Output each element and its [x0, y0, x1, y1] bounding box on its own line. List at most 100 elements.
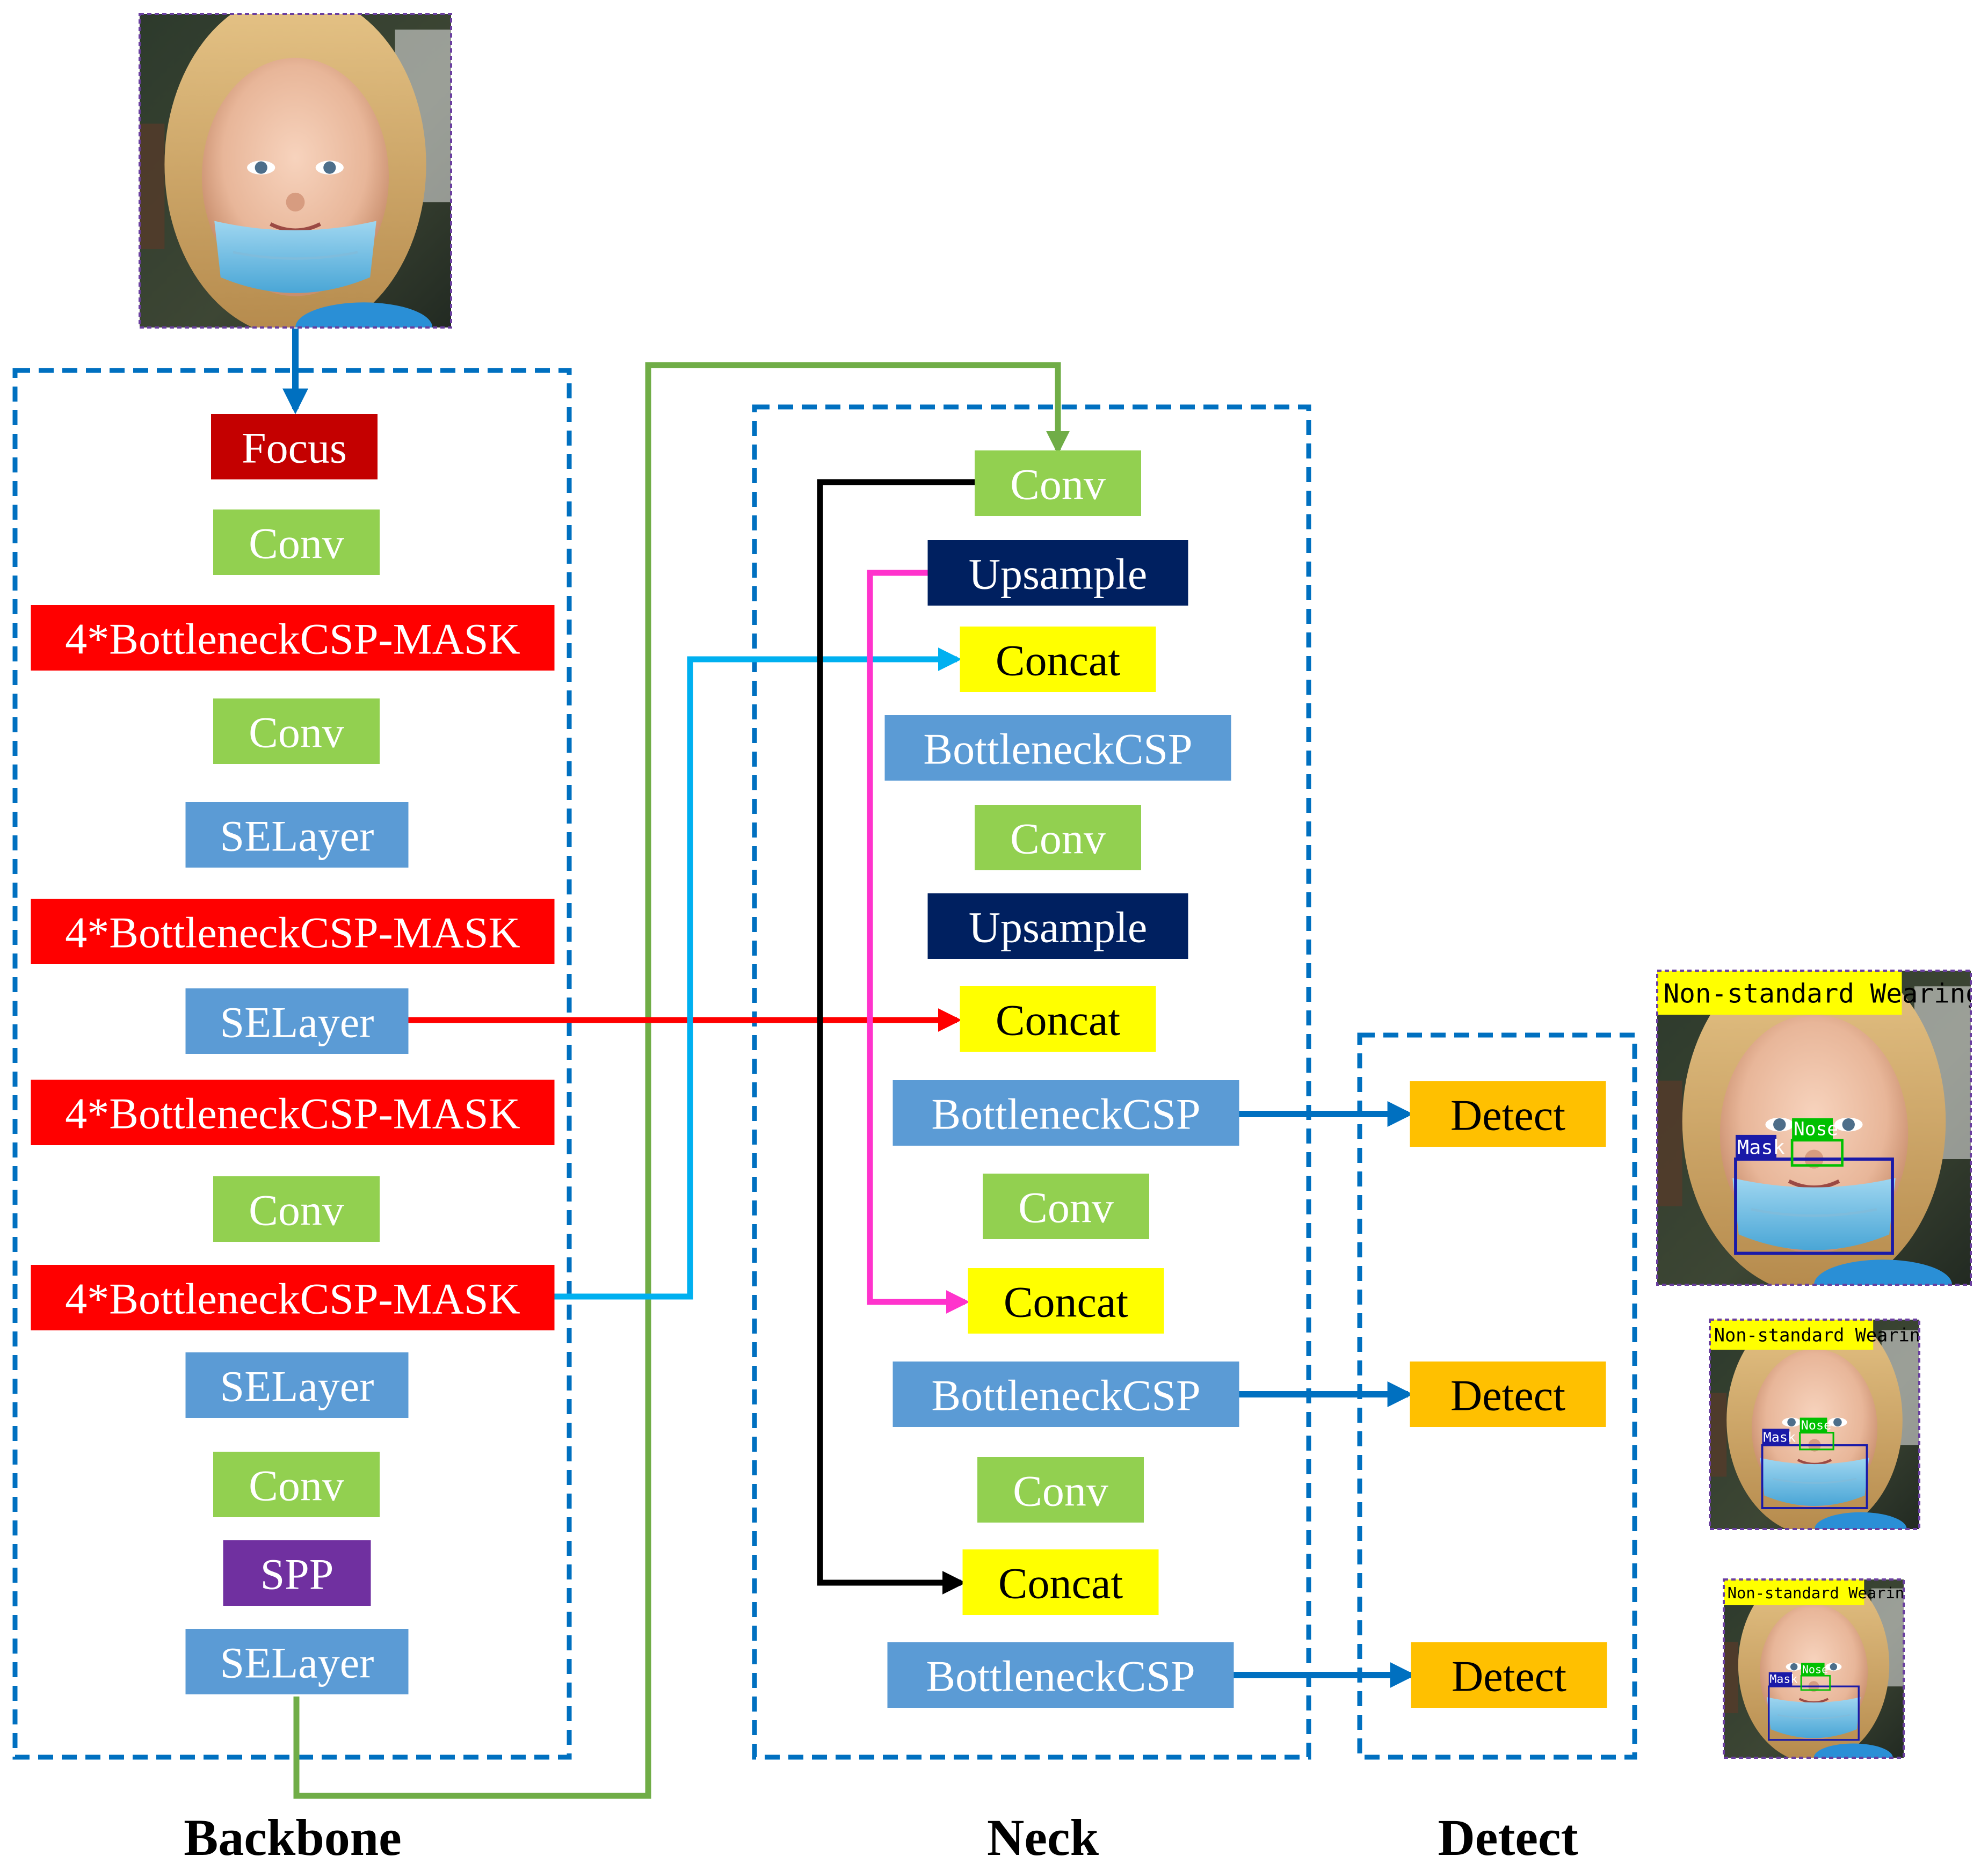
block-box	[884, 715, 1231, 781]
detect-label: Detect	[1438, 1809, 1578, 1866]
block-box	[213, 1452, 380, 1517]
neck-border	[752, 404, 1311, 1760]
blocks: FocusConv4*BottleneckCSP-MASKConvSELayer…	[31, 414, 1607, 1708]
nose-tag: Nose	[1794, 1118, 1838, 1140]
block-box	[887, 1642, 1234, 1708]
block-box	[185, 802, 409, 868]
neck-block-13-concat: Concat	[962, 1549, 1159, 1615]
green-skip-connection	[293, 362, 1070, 1799]
block-label: Conv	[1018, 1183, 1114, 1232]
block-box	[213, 698, 380, 764]
backbone-block-12-conv: Conv	[213, 1452, 380, 1517]
block-box	[893, 1080, 1239, 1146]
block-box	[962, 1549, 1159, 1615]
block-label: SELayer	[220, 1639, 374, 1687]
block-box	[31, 1265, 555, 1330]
block-box	[893, 1362, 1239, 1427]
block-box	[1410, 1362, 1606, 1427]
backbone-block-2-conv: Conv	[213, 509, 380, 575]
block-label: BottleneckCSP	[931, 1371, 1200, 1420]
backbone-block-8-4-bottleneckcsp-mask: 4*BottleneckCSP-MASK	[31, 1080, 555, 1145]
block-box	[927, 893, 1188, 959]
block-label: Conv	[1013, 1467, 1108, 1516]
block-label: 4*BottleneckCSP-MASK	[65, 1089, 520, 1138]
backbone-block-11-selayer: SELayer	[185, 1352, 409, 1418]
neck-block-6-upsample: Upsample	[927, 893, 1188, 959]
magenta-skip-connection	[867, 570, 970, 1314]
detect-block-3-detect: Detect	[1411, 1642, 1607, 1708]
backbone-block-9-conv: Conv	[213, 1176, 380, 1242]
block-label: Conv	[249, 519, 344, 568]
detect-block-2-detect: Detect	[1410, 1362, 1606, 1427]
neck-block-9-conv: Conv	[983, 1174, 1149, 1239]
nose-tag: Nose	[1801, 1418, 1832, 1433]
block-label: SELayer	[220, 1362, 374, 1411]
mask-tag: Mask	[1769, 1673, 1797, 1686]
mask-tag: Mask	[1763, 1429, 1796, 1445]
detect-block-1-detect: Detect	[1410, 1081, 1606, 1147]
block-label: Detect	[1450, 1091, 1565, 1140]
neck-block-14-bottleneckcsp: BottleneckCSP	[887, 1642, 1234, 1708]
cyan-skip-connection	[552, 647, 962, 1300]
neck-block-7-concat: Concat	[960, 986, 1156, 1052]
block-box	[223, 1540, 371, 1606]
neck-block-1-conv: Conv	[975, 450, 1141, 516]
connections	[282, 329, 1416, 1799]
backbone-label: Backbone	[184, 1809, 401, 1866]
block-box	[960, 986, 1156, 1052]
backbone-block-5-selayer: SELayer	[185, 802, 409, 868]
nose-tag: Nose	[1802, 1663, 1829, 1676]
backbone-block-14-selayer: SELayer	[185, 1629, 409, 1694]
block-box	[975, 805, 1141, 870]
backbone-block-1-focus: Focus	[211, 414, 378, 479]
class-tag: Non-standard Wearing	[1728, 1584, 1914, 1602]
block-label: Concat	[1004, 1278, 1128, 1327]
mask-tag: Mask	[1737, 1135, 1785, 1159]
block-label: Conv	[249, 708, 344, 757]
block-label: BottleneckCSP	[923, 725, 1192, 774]
block-label: BottleneckCSP	[926, 1652, 1195, 1701]
backbone-block-3-4-bottleneckcsp-mask: 4*BottleneckCSP-MASK	[31, 605, 555, 671]
block-box	[185, 1629, 409, 1694]
block-box	[211, 414, 378, 479]
output-images: Non-standard WearingMaskNoseNon-standard…	[1656, 970, 1982, 1759]
neck-block-12-conv: Conv	[977, 1457, 1144, 1523]
class-tag: Non-standard Wearing	[1664, 978, 1982, 1009]
block-label: Concat	[996, 996, 1120, 1045]
block-label: Detect	[1452, 1652, 1566, 1701]
black-skip-connection	[817, 479, 975, 1595]
block-label: SELayer	[220, 812, 374, 861]
block-label: Focus	[242, 424, 347, 472]
block-label: Upsample	[969, 903, 1147, 952]
block-box	[968, 1268, 1164, 1334]
block-label: Concat	[998, 1559, 1123, 1608]
neck-block-5-conv: Conv	[975, 805, 1141, 870]
block-label: Conv	[1010, 814, 1106, 863]
block-box	[1410, 1081, 1606, 1147]
block-label: Conv	[1010, 460, 1106, 509]
block-label: SPP	[260, 1550, 334, 1599]
block-box	[31, 1080, 555, 1145]
neck-block-11-bottleneckcsp: BottleneckCSP	[893, 1362, 1239, 1427]
neck-label: Neck	[987, 1809, 1099, 1866]
neck-block-4-bottleneckcsp: BottleneckCSP	[884, 715, 1231, 781]
neck-block-8-bottleneckcsp: BottleneckCSP	[893, 1080, 1239, 1146]
block-label: Conv	[249, 1461, 344, 1510]
block-label: Detect	[1450, 1371, 1565, 1420]
neck-block-2-upsample: Upsample	[927, 540, 1188, 606]
block-label: SELayer	[220, 998, 374, 1047]
block-box	[927, 540, 1188, 606]
block-label: BottleneckCSP	[931, 1090, 1200, 1139]
class-tag: Non-standard Wearing	[1714, 1325, 1931, 1346]
block-box	[977, 1457, 1144, 1523]
backbone-block-6-4-bottleneckcsp-mask: 4*BottleneckCSP-MASK	[31, 899, 555, 964]
backbone-block-13-spp: SPP	[223, 1540, 371, 1606]
block-label: Conv	[249, 1186, 344, 1235]
block-box	[975, 450, 1141, 516]
block-box	[960, 627, 1156, 692]
block-label: Concat	[996, 636, 1120, 685]
